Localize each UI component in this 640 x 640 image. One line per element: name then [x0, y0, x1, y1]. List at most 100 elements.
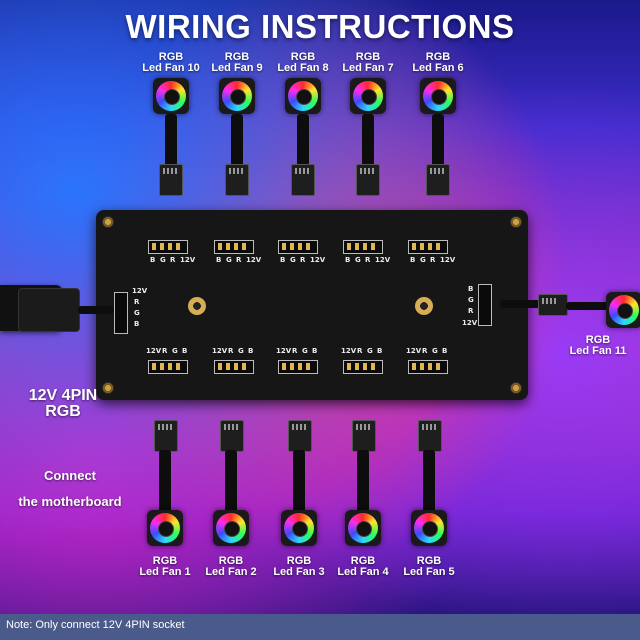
pin-label-12v: 12V	[375, 256, 391, 264]
fan-cable	[357, 450, 369, 512]
brass-standoff-icon	[188, 297, 206, 315]
fan-cable	[423, 450, 435, 512]
pin-label-b: B	[468, 285, 474, 293]
pin-label-g: G	[367, 347, 373, 355]
pin-label-b: B	[248, 347, 254, 355]
rgb-fan-icon	[153, 78, 189, 114]
pin-label-12v: 12V	[212, 347, 228, 355]
rgb-fan-icon	[345, 510, 381, 546]
rgb-fan-icon	[213, 510, 249, 546]
pin-label-b: B	[410, 256, 416, 264]
pin-label-g: G	[226, 256, 232, 264]
pin-label-g: G	[420, 256, 426, 264]
pin-label-g: G	[355, 256, 361, 264]
pin-label-b: B	[442, 347, 448, 355]
fan-header	[278, 360, 318, 374]
fan-connector	[426, 164, 450, 196]
rgb-fan-icon	[411, 510, 447, 546]
fan-cable	[566, 302, 610, 310]
fan-header	[408, 360, 448, 374]
pin-label-r: R	[357, 347, 363, 355]
mount-hole-icon	[102, 382, 114, 394]
fan-header	[343, 360, 383, 374]
fan-connector	[356, 164, 380, 196]
pin-label-g: G	[290, 256, 296, 264]
pin-label-12v: 12V	[276, 347, 292, 355]
fan-header	[408, 240, 448, 254]
rgb-fan-icon	[147, 510, 183, 546]
fan-header	[278, 240, 318, 254]
pin-label-b: B	[280, 256, 286, 264]
rgb-fan-icon	[350, 78, 386, 114]
pin-label-r: R	[365, 256, 371, 264]
pin-label-r: R	[162, 347, 168, 355]
pin-label-r: R	[430, 256, 436, 264]
pin-label-12v: 12V	[310, 256, 326, 264]
pin-label-r: R	[170, 256, 176, 264]
fan-connector	[538, 294, 568, 316]
fan-cable	[432, 114, 444, 166]
pin-label-12v: 12V	[246, 256, 262, 264]
pin-label-b: B	[216, 256, 222, 264]
fan-cable	[159, 450, 171, 512]
pin-label-12v: 12V	[462, 319, 478, 327]
mount-hole-icon	[102, 216, 114, 228]
pin-label-r: R	[134, 298, 140, 306]
rgb-fan-icon	[219, 78, 255, 114]
fan-header	[214, 240, 254, 254]
fan-connector	[159, 164, 183, 196]
fan-connector	[288, 420, 312, 452]
rgb-fan-icon	[420, 78, 456, 114]
fan-connector	[220, 420, 244, 452]
pin-label-b: B	[377, 347, 383, 355]
pin-label-12v: 12V	[440, 256, 456, 264]
pin-label-12v: 12V	[132, 287, 148, 295]
input-cable	[78, 306, 114, 314]
rgb-fan-icon	[285, 78, 321, 114]
rgb-fan-icon	[606, 292, 640, 328]
pin-label-b: B	[150, 256, 156, 264]
pin-label-b: B	[312, 347, 318, 355]
fan-connector	[352, 420, 376, 452]
fan-cable	[165, 114, 177, 166]
pin-label-r: R	[468, 307, 474, 315]
pin-label-b: B	[345, 256, 351, 264]
pin-label-12v: 12V	[341, 347, 357, 355]
fan-cable	[231, 114, 243, 166]
fan-cable	[500, 300, 540, 308]
motherboard-plug	[18, 288, 80, 332]
pin-label-g: G	[302, 347, 308, 355]
pin-label-r: R	[292, 347, 298, 355]
mount-hole-icon	[510, 382, 522, 394]
pin-label-g: G	[432, 347, 438, 355]
pin-label-12v: 12V	[146, 347, 162, 355]
page-title: WIRING INSTRUCTIONS	[125, 8, 515, 45]
pin-label-r: R	[236, 256, 242, 264]
note-bar	[0, 614, 640, 640]
fan-header	[214, 360, 254, 374]
fan-connector	[154, 420, 178, 452]
brass-standoff-icon	[415, 297, 433, 315]
input-header	[114, 292, 128, 334]
pin-label-b: B	[182, 347, 188, 355]
pin-label-12v: 12V	[180, 256, 196, 264]
rgb-fan-icon	[281, 510, 317, 546]
pin-label-12v: 12V	[406, 347, 422, 355]
mount-hole-icon	[510, 216, 522, 228]
pin-label-r: R	[422, 347, 428, 355]
pin-label-r: R	[300, 256, 306, 264]
pin-label-g: G	[160, 256, 166, 264]
fan-connector	[291, 164, 315, 196]
